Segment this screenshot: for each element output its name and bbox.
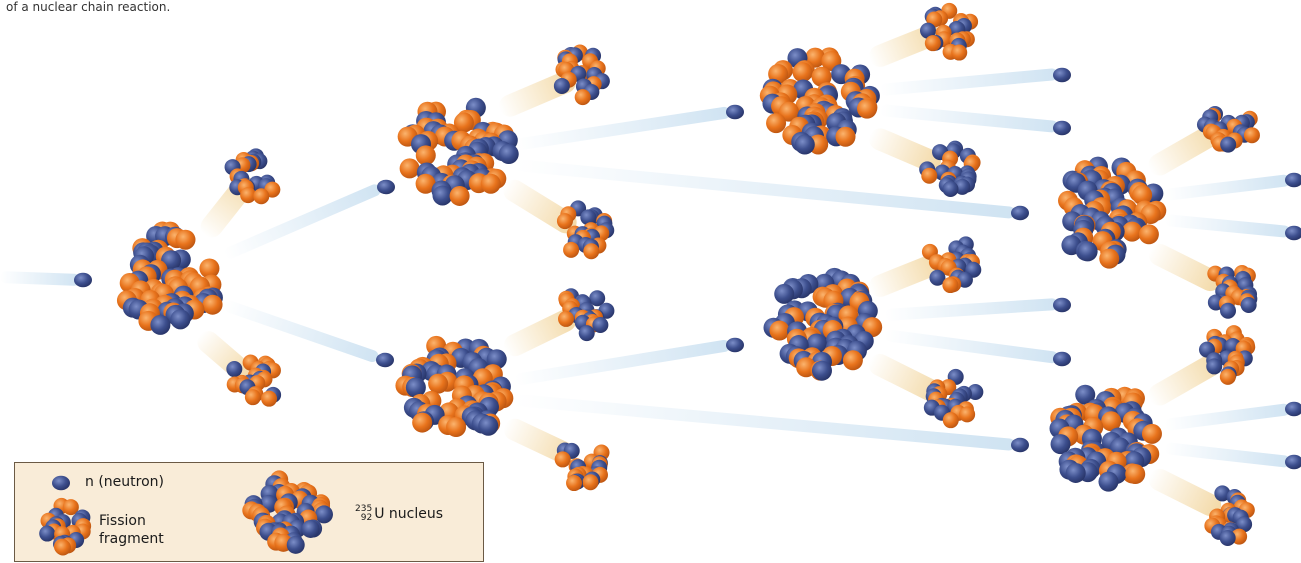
mass-number: 235 bbox=[355, 504, 373, 514]
neutron-trail bbox=[884, 329, 1059, 364]
chain-reaction-diagram bbox=[0, 2, 1301, 546]
legend-icons bbox=[39, 470, 333, 556]
nucleus-word: nucleus bbox=[388, 506, 444, 522]
neutron-trail bbox=[1164, 214, 1291, 238]
legend-neutron-icon bbox=[52, 475, 70, 491]
fission-fragment bbox=[224, 148, 281, 205]
legend-nucleus-label: 235 92 U nucleus bbox=[355, 505, 443, 523]
neutron-trail bbox=[1164, 442, 1291, 468]
fission-fragment bbox=[919, 140, 981, 197]
neutron bbox=[1053, 67, 1071, 83]
uranium-nucleus bbox=[759, 47, 880, 155]
fission-fragment bbox=[1196, 105, 1260, 153]
fragment-trail bbox=[869, 255, 941, 297]
fragment-trail bbox=[1148, 243, 1222, 292]
fission-fragment bbox=[554, 442, 610, 492]
uranium-nucleus bbox=[1058, 156, 1167, 269]
fission-fragment bbox=[1207, 265, 1258, 319]
legend-nucleus-icon bbox=[242, 470, 333, 554]
caption: of a nuclear chain reaction. bbox=[6, 0, 171, 14]
neutron bbox=[1011, 437, 1029, 453]
neutron-trail bbox=[1164, 174, 1291, 201]
neutron-trail bbox=[514, 394, 1016, 451]
neutron bbox=[1053, 351, 1071, 367]
fission-fragment bbox=[558, 288, 615, 342]
neutron bbox=[1053, 120, 1071, 136]
legend-neutron-label: n (neutron) bbox=[85, 474, 164, 490]
uranium-nucleus bbox=[763, 267, 883, 381]
atomic-number: 92 bbox=[360, 513, 373, 523]
fragment-trail bbox=[1148, 468, 1222, 517]
fission-fragment bbox=[1204, 485, 1255, 546]
fission-fragment bbox=[919, 2, 979, 61]
neutron bbox=[377, 179, 395, 195]
fragment-trail bbox=[1148, 354, 1222, 406]
incoming-neutron bbox=[74, 272, 92, 288]
neutron bbox=[376, 352, 394, 368]
particles bbox=[74, 2, 1301, 546]
fission-fragment bbox=[556, 200, 615, 260]
fission-fragment bbox=[921, 236, 982, 294]
legend-fragment-label: Fission fragment bbox=[99, 513, 164, 547]
neutron-trail bbox=[224, 300, 379, 363]
uranium-nucleus bbox=[395, 335, 514, 438]
neutron-trail bbox=[514, 339, 731, 386]
neutron-trail bbox=[879, 104, 1059, 133]
neutron bbox=[726, 337, 744, 353]
legend-fragment-icon bbox=[39, 497, 92, 556]
uranium-nucleus bbox=[116, 221, 223, 335]
neutron-trail bbox=[1164, 403, 1291, 431]
uranium-nucleus bbox=[397, 97, 519, 206]
neutron-trail bbox=[884, 298, 1059, 321]
fission-fragment bbox=[553, 44, 610, 106]
uranium-nucleus bbox=[1049, 384, 1162, 492]
neutron-trail bbox=[879, 68, 1059, 96]
neutron bbox=[1053, 297, 1071, 313]
neutron-trail bbox=[514, 159, 1016, 219]
fragment-trail bbox=[869, 128, 941, 172]
neutron-trail bbox=[0, 271, 81, 286]
neutron bbox=[1011, 205, 1029, 221]
neutron bbox=[726, 104, 744, 120]
fragment-trail bbox=[503, 309, 577, 357]
neutron bbox=[1285, 401, 1301, 417]
neutron-trail bbox=[514, 106, 731, 151]
fragment-trail bbox=[1148, 124, 1222, 176]
fragment-trail bbox=[868, 353, 942, 402]
fission-fragment bbox=[923, 368, 984, 429]
element-symbol: U bbox=[374, 506, 385, 522]
fission-fragment bbox=[1198, 325, 1256, 385]
neutron bbox=[1285, 225, 1301, 241]
neutron bbox=[1285, 172, 1301, 188]
fission-fragment bbox=[226, 354, 282, 407]
nuclide-notation: 235 92 bbox=[355, 505, 372, 523]
legend: n (neutron) Fission fragment 235 92 U nu… bbox=[14, 462, 484, 562]
neutron-trail bbox=[224, 184, 381, 259]
neutron bbox=[1285, 454, 1301, 470]
